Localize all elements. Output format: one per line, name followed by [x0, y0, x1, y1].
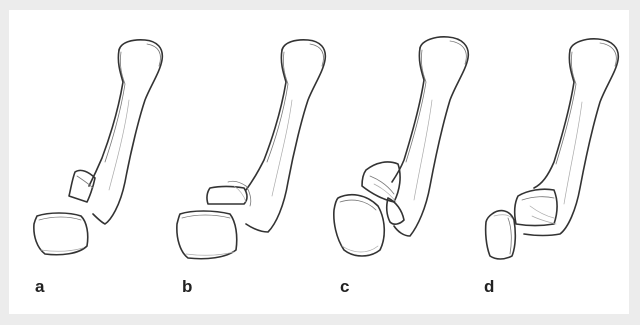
panel-b: b	[164, 10, 319, 314]
fracture-fragment-a	[69, 170, 95, 202]
fracture-fragment-d	[515, 189, 557, 225]
bone-drawing-c	[324, 10, 474, 314]
panel-c: c	[324, 10, 474, 314]
metatarsal-shaft-d	[524, 39, 618, 236]
panel-label-a: a	[35, 277, 44, 297]
metatarsal-shaft-b	[246, 40, 325, 232]
bone-drawing-a	[9, 10, 159, 314]
cuboid-block-d	[486, 211, 516, 259]
fracture-fragment-b	[207, 181, 251, 206]
cuboid-block-c	[334, 195, 384, 256]
cuboid-block-a	[34, 213, 88, 255]
figure-frame: a b	[9, 10, 629, 314]
panel-a: a	[9, 10, 159, 314]
panel-d: d	[472, 10, 627, 314]
metatarsal-shaft-c	[392, 37, 468, 236]
panel-label-c: c	[340, 277, 349, 297]
panel-label-b: b	[182, 277, 192, 297]
metatarsal-shaft-a	[89, 40, 162, 224]
cuboid-block-b	[177, 211, 237, 259]
panel-label-d: d	[484, 277, 494, 297]
bone-drawing-b	[164, 10, 319, 314]
bone-drawing-d	[472, 10, 627, 314]
